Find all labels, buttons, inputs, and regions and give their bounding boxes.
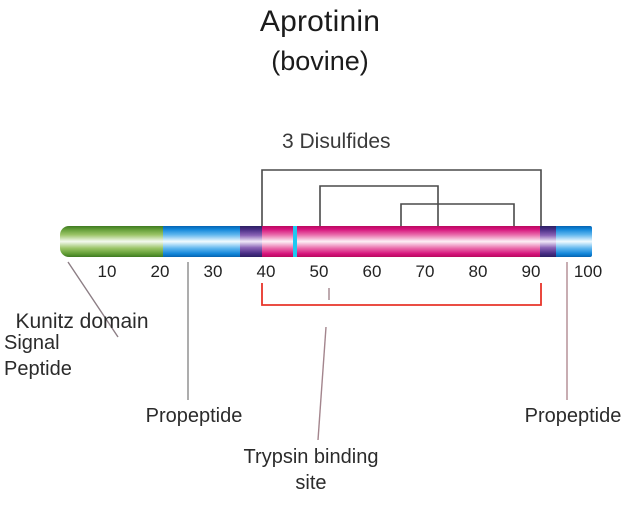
propeptide-right-label: Propeptide [524, 405, 622, 427]
segment-linker-right [540, 226, 556, 257]
axis-tick-10: 10 [97, 262, 117, 281]
signal-peptide-label-line2: Peptide [4, 358, 72, 380]
segment-linker-left [240, 226, 262, 257]
kunitz-domain-bracket [261, 283, 542, 306]
protein-bar [60, 226, 592, 257]
signal-peptide-label-line1: Signal [4, 332, 60, 354]
residue-axis: 10 20 30 40 50 60 70 80 90 100 [0, 262, 640, 286]
segment-kunitz-domain [262, 226, 540, 257]
title-block: Aprotinin (bovine) [0, 2, 640, 80]
axis-tick-100: 100 [573, 262, 603, 281]
kunitz-domain-label-text: Kunitz domain [15, 310, 149, 333]
trypsin-binding-site-label-line1: Trypsin binding [243, 446, 379, 468]
axis-tick-60: 60 [362, 262, 382, 281]
signal-peptide-label: Signal Peptide [4, 330, 72, 382]
axis-tick-30: 30 [203, 262, 223, 281]
propeptide-left-label: Propeptide [145, 405, 243, 427]
axis-tick-40: 40 [256, 262, 276, 281]
disulfides-heading: 3 Disulfides [282, 130, 391, 153]
page-title: Aprotinin [259, 5, 381, 38]
disulfide-bracket-inner [400, 203, 515, 226]
trypsin-binding-site-label: Trypsin binding site [244, 444, 379, 496]
page-subtitle: (bovine) [271, 46, 369, 76]
trypsin-binding-site-label-line2: site [295, 472, 327, 494]
trypsin-site-leader-line [317, 326, 327, 441]
axis-tick-20: 20 [150, 262, 170, 281]
kunitz-domain-label: Kunitz domain [0, 310, 640, 334]
trypsin-binding-site-marker [293, 226, 297, 257]
axis-tick-70: 70 [415, 262, 435, 281]
axis-tick-50: 50 [309, 262, 329, 281]
axis-tick-90: 90 [521, 262, 541, 281]
axis-tick-80: 80 [468, 262, 488, 281]
segment-signal-peptide [60, 226, 163, 257]
segment-propeptide-right [556, 226, 592, 257]
disulfide-bracket-middle [319, 185, 439, 226]
segment-propeptide-left [163, 226, 240, 257]
signal-peptide-leader-line [67, 261, 119, 338]
disulfide-bracket-outer [261, 169, 542, 226]
